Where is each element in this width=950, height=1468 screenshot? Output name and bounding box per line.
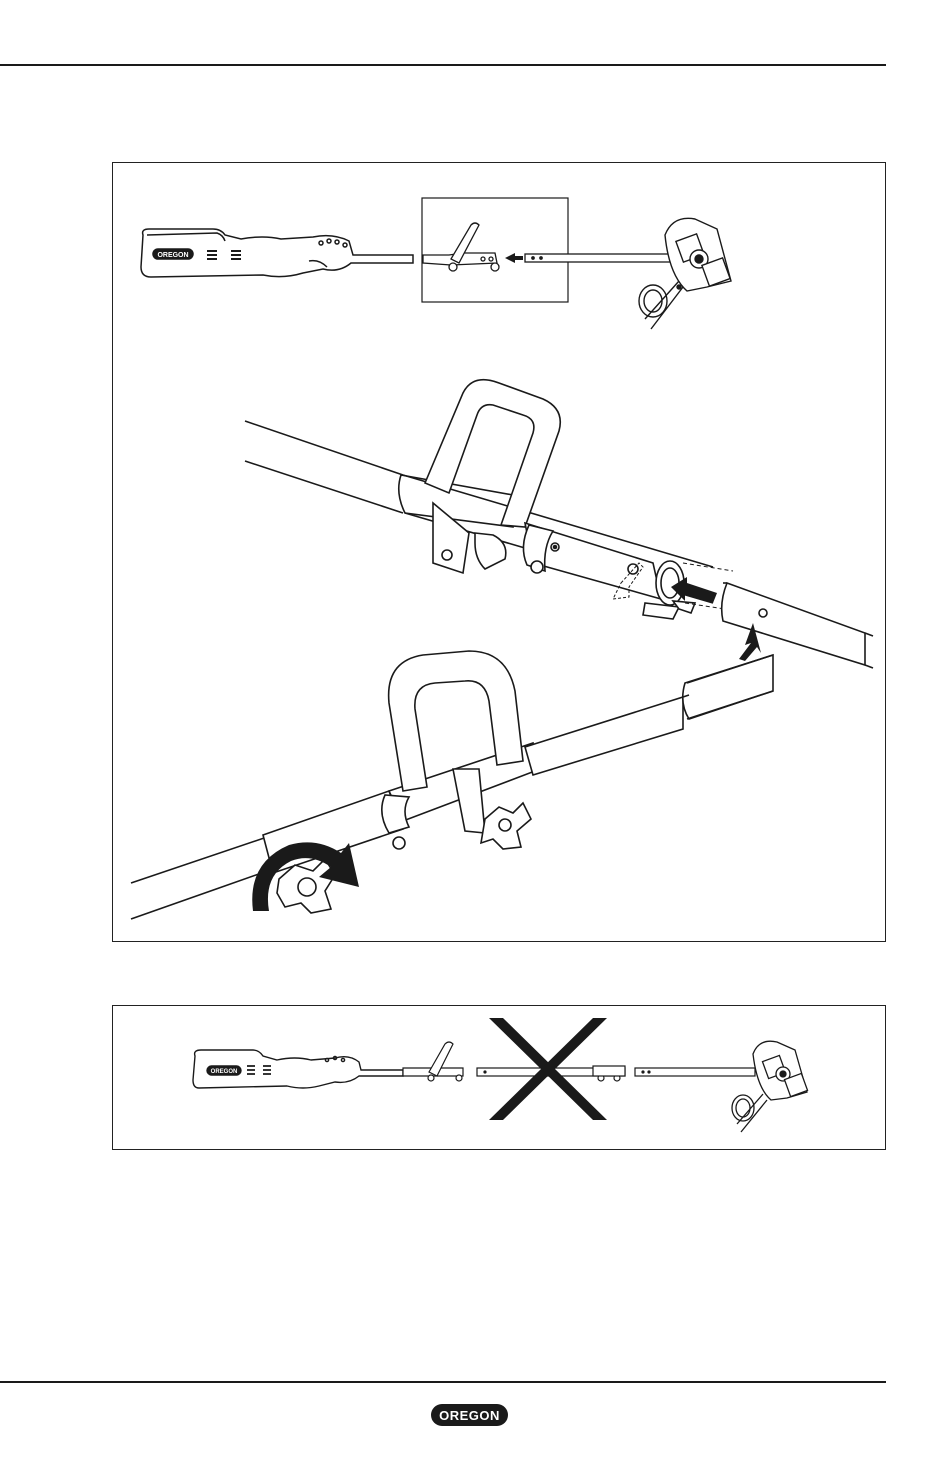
edger-shaft bbox=[525, 254, 677, 262]
lower-handle-coupler-icon bbox=[131, 651, 773, 919]
power-head-icon: OREGON bbox=[141, 229, 413, 277]
tool-logo-text: OREGON bbox=[157, 252, 188, 259]
footer-rule bbox=[0, 1381, 886, 1383]
footer-logo: OREGON bbox=[431, 1404, 508, 1426]
assembly-illustration: OREGON bbox=[113, 163, 885, 941]
insert-arrow-icon bbox=[505, 253, 523, 263]
detail-inset-frame bbox=[422, 198, 568, 302]
handle-coupler-icon bbox=[245, 380, 713, 619]
incorrect-assembly-illustration: OREGON bbox=[113, 1006, 885, 1149]
header-rule bbox=[0, 64, 886, 66]
power-head-icon: OREGON bbox=[193, 1050, 403, 1088]
assembly-figure-panel: OREGON bbox=[112, 162, 886, 942]
edger-attachment-icon bbox=[732, 1041, 808, 1132]
tool-logo-text-small: OREGON bbox=[211, 1069, 238, 1075]
edger-attachment-icon bbox=[639, 218, 731, 329]
shaft-coupler-icon bbox=[423, 223, 499, 271]
edger-shaft bbox=[635, 1068, 755, 1076]
incorrect-assembly-panel: OREGON bbox=[112, 1005, 886, 1150]
shaft-coupler-icon bbox=[403, 1042, 463, 1081]
